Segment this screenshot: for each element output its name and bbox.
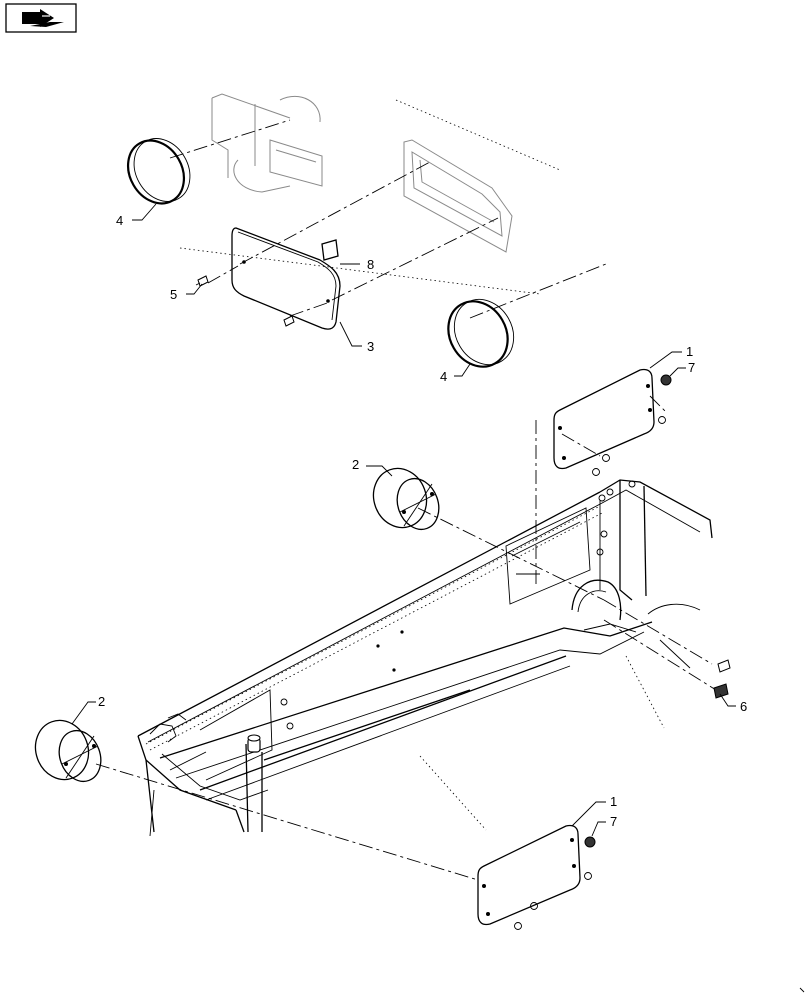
marker-plate-top xyxy=(553,368,666,476)
nut-7-bottom xyxy=(584,836,596,848)
callout-3: 3 xyxy=(367,339,374,354)
upper-center-lines xyxy=(169,119,607,319)
frame-assembly xyxy=(137,479,713,837)
callout-7-top: 7 xyxy=(688,360,695,375)
callout-leaders xyxy=(71,203,736,837)
rectangular-lamp xyxy=(231,227,341,330)
callout-4-left: 4 xyxy=(116,213,123,228)
callout-5: 5 xyxy=(170,287,177,302)
round-lamp-upper xyxy=(372,467,440,531)
round-gasket-right xyxy=(447,298,515,368)
callout-1-bottom: 1 xyxy=(610,794,617,809)
callout-2-lower: 2 xyxy=(98,694,105,709)
lower-center-lines xyxy=(95,395,717,881)
screw-5 xyxy=(195,275,295,327)
bolt-6 xyxy=(713,659,731,699)
round-gasket-left xyxy=(126,138,191,205)
callout-8: 8 xyxy=(367,257,374,272)
marker-plate-bottom xyxy=(477,824,592,930)
callout-labels: 4 8 5 3 4 1 7 2 2 6 1 7 xyxy=(98,213,747,829)
callout-6: 6 xyxy=(740,699,747,714)
round-lamp-lower xyxy=(34,719,102,783)
callout-1-top: 1 xyxy=(686,344,693,359)
callout-2-upper: 2 xyxy=(352,457,359,472)
next-page-arrow-icon[interactable] xyxy=(5,3,77,33)
callout-4-right: 4 xyxy=(440,369,447,384)
nut-7-top xyxy=(660,374,672,386)
callout-7-bottom: 7 xyxy=(610,814,617,829)
decal xyxy=(321,239,339,261)
